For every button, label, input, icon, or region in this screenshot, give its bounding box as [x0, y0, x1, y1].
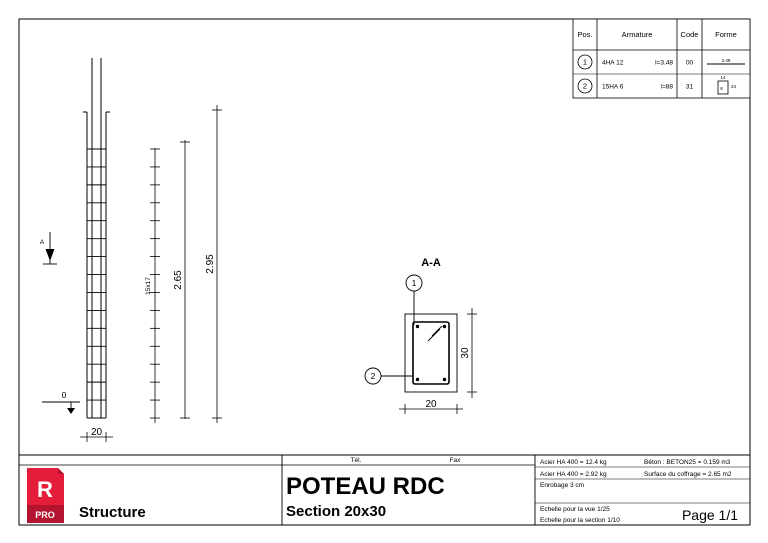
scale-section: Echelle pour la section 1/10	[540, 517, 620, 524]
table-header-armature: Armature	[622, 30, 653, 39]
section-callout-1-label: 1	[412, 278, 417, 288]
section-bar-bottom-left	[415, 377, 420, 382]
table-header-forme: Forme	[715, 30, 737, 39]
table-row-2-shape-right: 24	[731, 84, 737, 89]
stirrup-spacing-label: 15x17	[145, 277, 152, 295]
level-zero-arrow-icon	[67, 408, 75, 414]
dim-265-label: 2.65	[173, 270, 184, 290]
column-outline-left	[83, 111, 88, 418]
table-row-1-shape-label: 3.48	[722, 58, 731, 63]
section-title: A-A	[421, 257, 441, 269]
column-elevation	[42, 58, 222, 442]
app-logo-badge: PRO	[35, 510, 55, 520]
sheet-border	[18, 18, 751, 526]
section-height-dim-label: 30	[460, 347, 471, 359]
page-number: Page 1/1	[682, 507, 738, 523]
stirrup-spacing-ticks	[150, 148, 160, 419]
table-row-2-shape-top: 14	[720, 75, 726, 80]
section-callout-2-label: 2	[371, 371, 376, 381]
level-zero-label: 0	[62, 390, 67, 400]
column-outline-right	[105, 111, 110, 418]
fax-label: Fax	[450, 457, 462, 464]
app-logo	[27, 468, 64, 523]
title-block	[19, 454, 750, 525]
table-row-2-bars: 15HA 6	[602, 84, 624, 91]
section-bar-top-left	[415, 324, 420, 329]
concrete-cover: Enrobage 3 cm	[540, 482, 584, 489]
dim-295-label: 2.95	[205, 254, 216, 274]
drawing-title: POTEAU RDC	[286, 473, 445, 500]
table-row-2-pos: 2	[583, 82, 587, 91]
section-stirrup-hook	[431, 325, 443, 337]
section-aa	[364, 274, 477, 414]
steel-quantity-1: Acier HA 400 = 12.4 kg	[540, 459, 607, 466]
table-row-1-bars: 4HA 12	[602, 60, 624, 67]
table-header-code: Code	[681, 30, 699, 39]
formwork-area: Surface du coffrage = 2.65 m2	[644, 471, 732, 478]
elevation-width-dim-label: 20	[91, 427, 103, 438]
section-marker-label: A	[40, 239, 45, 246]
table-row-1-pos: 1	[583, 58, 587, 67]
section-bar-bottom-right	[442, 377, 447, 382]
drawing-subtitle: Section 20x30	[286, 503, 386, 520]
tel-label: Tél.	[351, 457, 362, 464]
table-row-1-code: 00	[686, 60, 694, 67]
rebar-table: Pos. Armature Code Forme 1 4HA 12 l=3.48…	[572, 18, 751, 99]
table-row-2-shape-left: 8	[720, 86, 723, 91]
table-row-2-stirrup-icon	[717, 80, 729, 95]
section-marker-arrow-icon	[45, 249, 55, 261]
section-concrete-outline	[404, 313, 458, 393]
table-row-1-length: l=3.48	[655, 60, 673, 67]
stirrups	[87, 148, 106, 419]
section-stirrup	[412, 321, 450, 385]
table-row-2-code: 31	[686, 84, 694, 91]
table-row-2-length: l=88	[661, 84, 674, 91]
app-logo-letter: R	[37, 477, 53, 502]
section-bar-top-right	[442, 324, 447, 329]
app-name: Structure	[79, 504, 146, 521]
concrete-volume: Béton : BETON25 = 0.159 m3	[644, 459, 731, 466]
scale-view: Echelle pour la vue 1/25	[540, 506, 610, 513]
table-row-2-pos-circle	[577, 78, 593, 94]
section-width-dim-label: 20	[425, 399, 437, 410]
table-row-1-pos-circle	[577, 54, 593, 70]
table-header-pos: Pos.	[577, 30, 592, 39]
steel-quantity-2: Acier HA 400 = 2.92 kg	[540, 471, 607, 478]
